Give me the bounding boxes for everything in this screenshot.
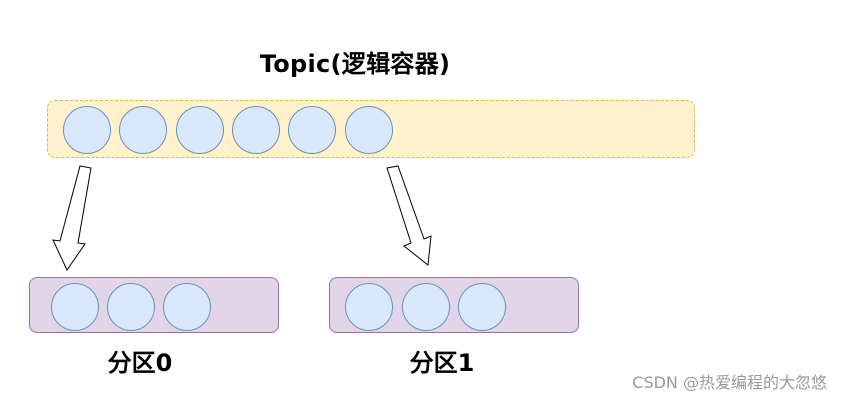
partition-1-label: 分区1 — [409, 349, 475, 377]
topic-message — [232, 106, 280, 154]
partition-0-label: 分区0 — [107, 349, 173, 377]
diagram-title: Topic(逻辑容器) — [259, 50, 451, 78]
partition-0-message — [51, 283, 99, 331]
partition-0-message — [107, 283, 155, 331]
topic-message — [345, 106, 393, 154]
arrow-to-partition-1 — [386, 165, 432, 266]
arrow-to-partition-0 — [52, 165, 92, 272]
partition-0-message — [163, 283, 211, 331]
topic-message — [288, 106, 336, 154]
watermark: CSDN @热爱编程的大忽悠 — [632, 373, 827, 392]
partition-1-message — [458, 283, 506, 331]
topic-message — [176, 106, 224, 154]
partition-1-message — [402, 283, 450, 331]
topic-message — [63, 106, 111, 154]
topic-message — [119, 106, 167, 154]
partition-1-message — [345, 283, 393, 331]
